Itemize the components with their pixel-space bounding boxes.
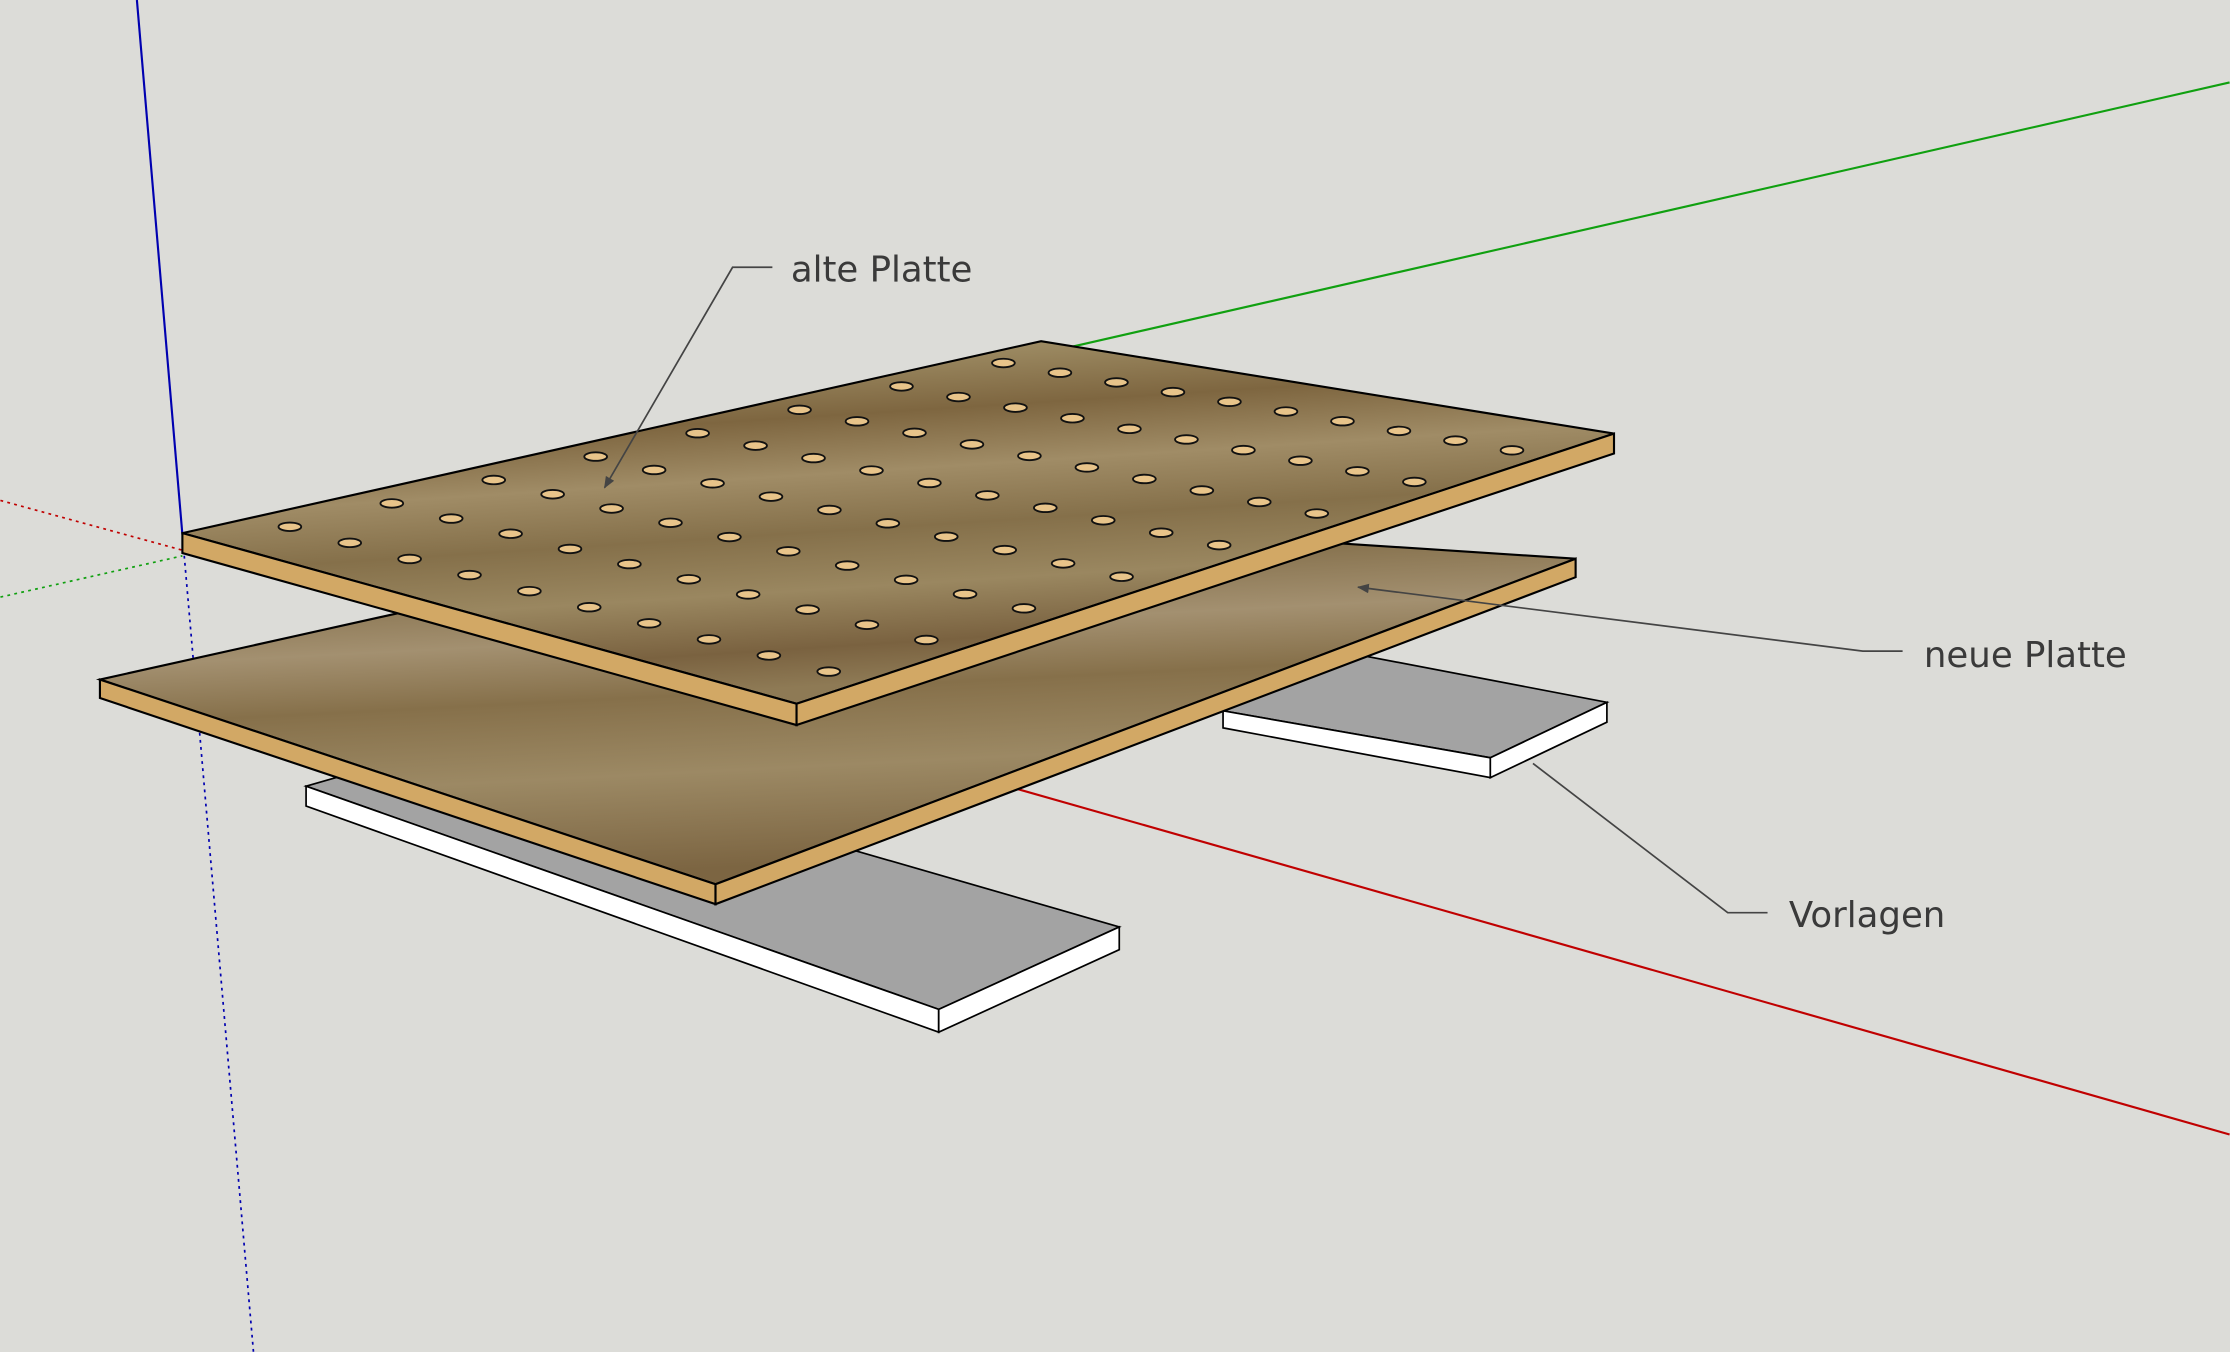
hole [776,546,801,557]
hole [1104,377,1129,388]
label-text: alte Platte [791,249,973,290]
hole [758,491,784,502]
hole [498,528,523,539]
old-plate[interactable] [181,340,1616,727]
hole [902,427,927,439]
hole [1003,402,1028,413]
hole [992,544,1017,556]
hole [844,416,870,427]
hole [277,521,303,532]
hole [457,569,482,581]
hole [1247,496,1272,508]
hole [756,650,782,661]
hole [1047,367,1073,378]
hole [875,518,901,529]
hole [576,602,602,613]
hole [1189,485,1215,496]
hole [1117,423,1142,435]
hole [700,478,725,489]
hole [743,440,768,451]
hole [696,634,722,645]
hole [717,531,742,543]
hole [1174,434,1199,445]
hole [397,553,422,565]
hole [685,428,710,439]
hole [1033,502,1058,514]
hole [1017,450,1042,462]
hole [1090,515,1116,526]
hole [1330,416,1355,427]
blue-axis-solid [135,0,184,535]
hole [946,391,971,403]
leader-line [1356,583,1903,652]
hole [1050,558,1076,569]
hole [517,585,542,597]
hole [1206,539,1232,551]
label-text: neue Platte [1924,635,2127,676]
hole [893,574,919,586]
hole [1109,571,1134,582]
label-old-plate[interactable]: alte Platte [603,249,973,489]
hole [1217,396,1242,407]
label-new-plate[interactable]: neue Platte [1356,583,2127,676]
green-axis-dotted [0,555,183,598]
hole [1273,406,1299,417]
hole [617,558,642,570]
hole [583,451,608,462]
hole [735,589,761,600]
hole [1148,527,1174,538]
hole [889,381,914,392]
hole [540,489,565,500]
green-axis-solid [1052,81,2230,353]
hole [917,477,942,489]
hole [557,543,583,555]
hole [1231,444,1256,456]
hole [834,560,860,571]
hole [1402,476,1427,488]
hole [1060,413,1085,424]
hole [599,503,624,514]
hole [1499,445,1525,456]
hole [933,531,959,542]
hole [379,498,405,509]
hole [1160,386,1186,398]
hole [854,619,880,630]
hole [816,666,842,677]
hole [676,574,702,585]
hole [795,604,820,615]
hole [914,634,939,646]
hole [1386,425,1412,437]
hole [1304,508,1330,519]
hole [481,474,507,486]
hole [959,439,985,450]
hole [1011,603,1037,614]
hole [1132,473,1157,485]
hole [1074,462,1100,473]
red-axis-dotted [0,499,183,552]
hole [641,464,667,476]
hole [636,618,662,629]
hole [991,357,1016,369]
label-text: Vorlagen [1789,895,1945,936]
hole [801,452,826,464]
hole [337,537,363,549]
hole [859,465,884,476]
leader-line [1532,762,1768,914]
hole [817,504,842,516]
hole [438,513,464,524]
leader-line [603,266,773,489]
hole [1288,455,1313,466]
hole [658,517,683,528]
hole [952,588,978,600]
label-templates[interactable]: Vorlagen [1532,762,1945,936]
hole-grid [277,357,1525,677]
hole [1443,435,1468,446]
hole [1345,466,1370,477]
hole [975,490,1000,501]
hole [787,404,812,415]
